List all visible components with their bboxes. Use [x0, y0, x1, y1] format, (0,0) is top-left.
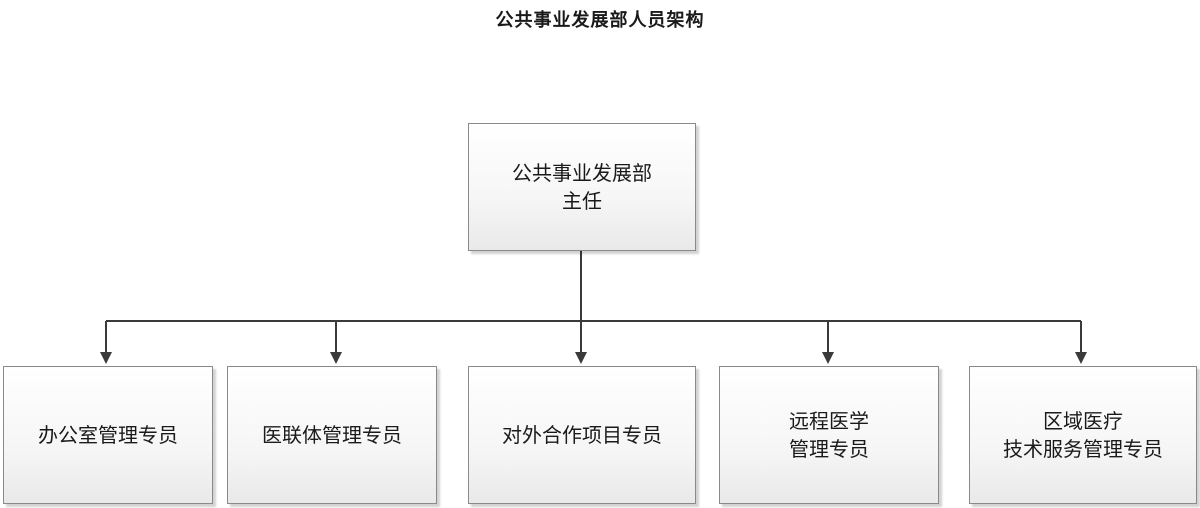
child-node-regional-medical-services: 区域医疗 技术服务管理专员: [969, 366, 1197, 504]
child-node-4-line-2: 技术服务管理专员: [1003, 437, 1163, 461]
child-node-medical-alliance: 医联体管理专员: [227, 366, 437, 504]
child-node-office-admin: 办公室管理专员: [3, 366, 213, 504]
root-node-line-1: 公共事业发展部: [512, 161, 652, 185]
branch-arrow-3: [822, 321, 834, 364]
child-node-3-line-2: 管理专员: [789, 437, 869, 461]
child-node-0-line-1: 办公室管理专员: [38, 423, 178, 447]
diagram-title: 公共事业发展部人员架构: [495, 10, 705, 31]
root-node-department-director: 公共事业发展部 主任: [468, 123, 696, 251]
root-node-line-2: 主任: [562, 189, 602, 213]
branch-arrow-1: [330, 321, 342, 364]
child-node-telemedicine: 远程医学 管理专员: [719, 366, 939, 504]
child-node-3-line-1: 远程医学: [789, 409, 869, 433]
child-node-4-line-1: 区域医疗: [1043, 409, 1123, 433]
child-node-1-line-1: 医联体管理专员: [262, 423, 402, 447]
branch-arrow-0: [100, 321, 112, 364]
child-node-external-cooperation: 对外合作项目专员: [468, 366, 696, 504]
child-node-2-line-1: 对外合作项目专员: [502, 423, 662, 447]
branch-arrow-2: [575, 321, 587, 364]
branch-arrow-4: [1075, 321, 1087, 364]
